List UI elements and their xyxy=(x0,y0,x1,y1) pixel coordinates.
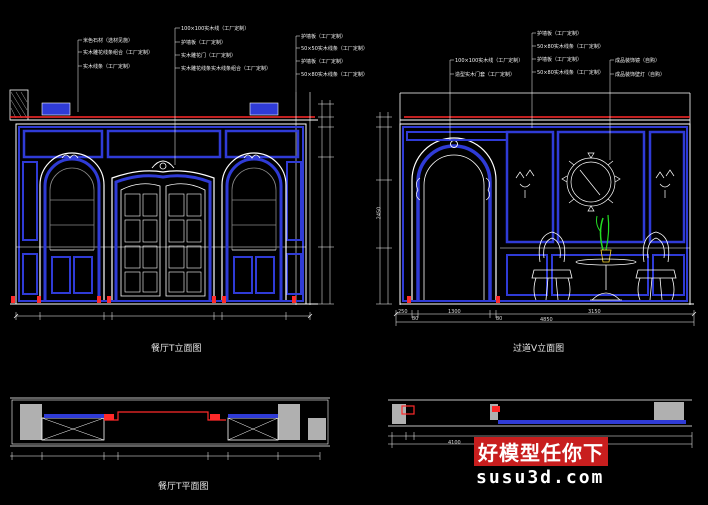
annotation-label: 实木雕花门（工厂定制） xyxy=(181,53,237,59)
annotation-label: 100×100实木线（工厂定制） xyxy=(181,26,250,32)
watermark: 好模型任你下 susu3d.com xyxy=(470,437,638,495)
annotation-label: 米色石材（选材见施） xyxy=(83,38,134,44)
dimension-label: 1300 xyxy=(448,309,461,315)
left-elevation-drawing xyxy=(9,27,334,320)
dimension-label: 4850 xyxy=(540,317,553,323)
annotation-label: 护墙板（工厂定制） xyxy=(301,34,347,40)
annotation-label: 50×80实木线条（工厂定制） xyxy=(301,72,368,78)
annotation-label: 实木线条（工厂定制） xyxy=(83,64,134,70)
watermark-url: susu3d.com xyxy=(476,467,605,488)
annotation-label: 50×80实木线条（工厂定制） xyxy=(537,44,604,50)
annotation-label: 护墙板（工厂定制） xyxy=(301,59,347,65)
drawing-title-left-plan: 餐厅T平面图 xyxy=(158,482,209,492)
dimension-label: 250 xyxy=(398,309,408,315)
annotation-label: 成品装饰壁灯（自购） xyxy=(615,72,666,78)
annotation-label: 成品装饰镜（自购） xyxy=(615,58,661,64)
annotation-label: 护墙板（工厂定制） xyxy=(181,40,227,46)
annotation-label: 造型实木门套（工厂定制） xyxy=(455,72,516,78)
dimension-label: 2450 xyxy=(376,206,383,220)
annotation-label: 50×80实木线条（工厂定制） xyxy=(537,70,604,76)
annotation-label: 100×100实木线（工厂定制） xyxy=(455,58,524,64)
dimension-label: 80 xyxy=(496,316,503,322)
annotation-label: 护墙板（工厂定制） xyxy=(537,57,583,63)
drawing-title-left-elevation: 餐厅T立面图 xyxy=(151,344,202,354)
right-plan-drawing xyxy=(388,399,693,448)
annotation-label: 50×50实木线条（工厂定制） xyxy=(301,46,368,52)
dimension-label: 3150 xyxy=(588,309,601,315)
dimension-label: 80 xyxy=(412,316,419,322)
annotation-label: 实木雕花线条组合（工厂定制） xyxy=(83,50,154,56)
dimension-label: 4100 xyxy=(448,440,461,446)
left-plan-drawing xyxy=(10,397,330,460)
right-elevation-drawing xyxy=(376,32,695,326)
drawing-title-right-elevation: 过道V立面图 xyxy=(513,344,565,354)
watermark-slogan: 好模型任你下 xyxy=(474,437,608,466)
annotation-label: 实木雕花线条实木线条组合（工厂定制） xyxy=(181,66,272,72)
annotation-label: 护墙板（工厂定制） xyxy=(537,31,583,37)
